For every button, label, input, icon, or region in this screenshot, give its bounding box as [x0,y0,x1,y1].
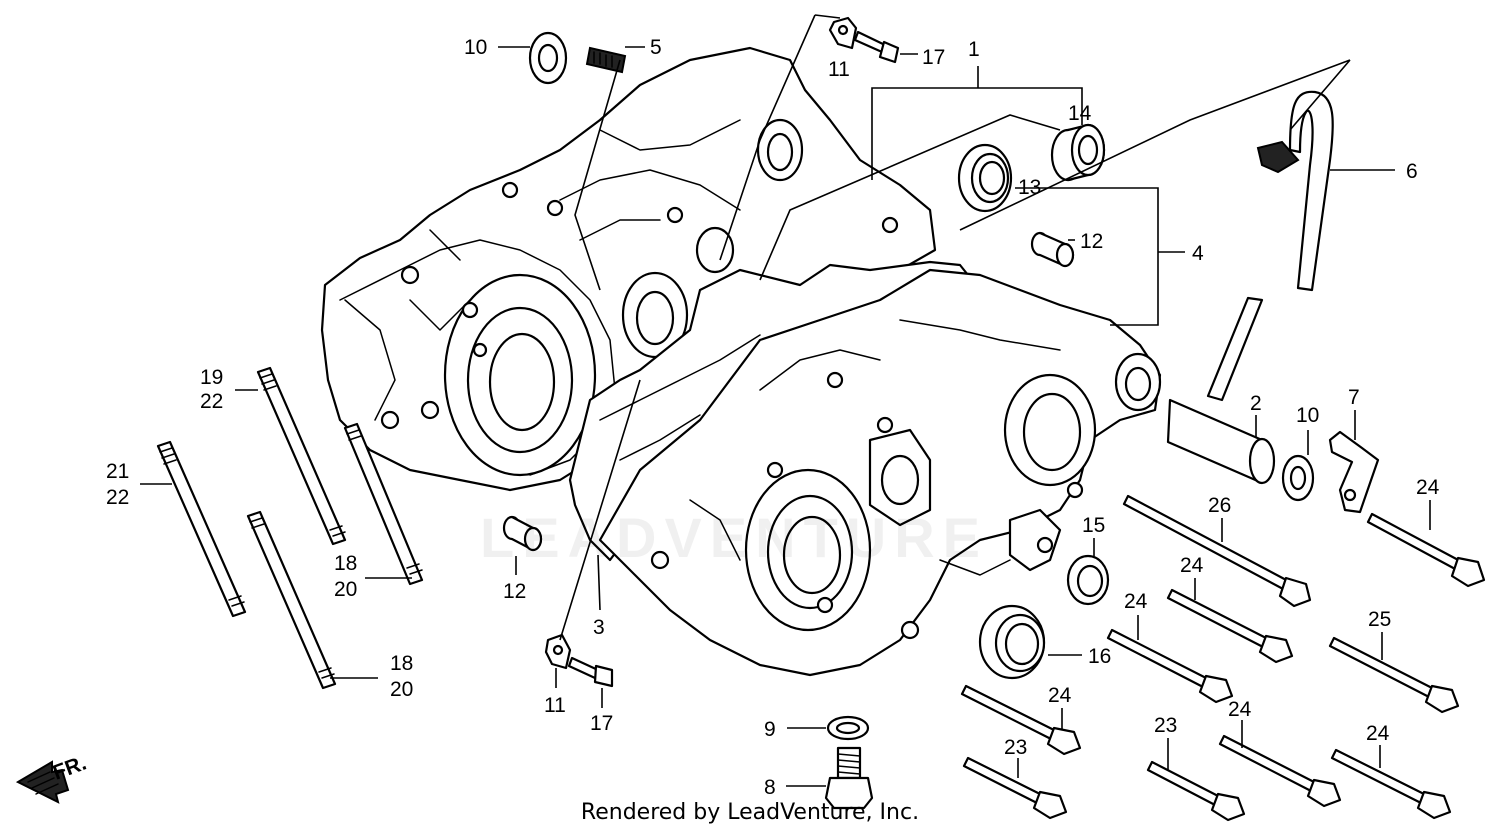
pipe-2 [1166,398,1276,485]
dowel-12-top [1030,231,1075,268]
callout-labels: 10 5 11 17 1 14 6 13 12 4 19 22 21 22 18… [106,36,1440,799]
callout-14: 14 [1068,102,1092,125]
bolt-24-f [1330,748,1452,820]
callout-11: 11 [544,694,566,717]
callout-23: 23 [1004,736,1027,759]
seal-15 [1066,554,1110,606]
bearing-13 [957,143,1013,213]
callout-23: 23 [1154,714,1177,737]
bolt-23-b [1146,760,1246,822]
callout-12: 12 [503,580,526,603]
bolt-24-d [960,684,1082,756]
stud-19-22 [256,366,347,546]
callout-25: 25 [1368,608,1391,631]
leader-lines [140,14,1431,787]
bracket-7 [1328,430,1380,514]
callout-5: 5 [650,36,662,59]
callout-24: 24 [1228,698,1252,721]
dowel-12-bottom [502,515,543,552]
callout-24: 24 [1366,722,1390,745]
bolt-23-a [962,756,1068,820]
right-crankcase-half [598,268,1162,677]
bolt-17-top [853,30,900,64]
front-marker-label: FR. [50,752,90,785]
callout-4: 4 [1192,242,1204,265]
callout-18: 18 [334,552,357,575]
callout-8: 8 [764,776,776,799]
callout-12: 12 [1080,230,1103,253]
bolt-24-b [1166,588,1294,664]
bolt-26 [1122,494,1312,608]
callout-2: 2 [1250,392,1262,415]
callout-24: 24 [1416,476,1440,499]
callout-10: 10 [464,36,487,59]
callout-24: 24 [1180,554,1204,577]
stud-bottom-18-20 [246,510,337,690]
dowel-5 [585,46,627,74]
bearing-14 [1050,123,1106,182]
bolt-17-bottom [567,656,614,688]
callout-24: 24 [1124,590,1148,613]
stud-21-22 [156,440,247,618]
bolt-24-c [1106,628,1234,704]
watermark: LEADVENTURE [480,506,989,569]
callout-20: 20 [334,578,357,601]
left-crankcase-half [320,46,937,492]
callout-19: 19 [200,366,223,389]
callout-13: 13 [1018,176,1041,199]
drain-bolt-8 [824,746,874,810]
callout-11: 11 [828,58,850,81]
callout-1: 1 [968,38,980,61]
callout-22: 22 [106,486,129,509]
callout-16: 16 [1088,645,1111,668]
callout-6: 6 [1406,160,1418,183]
callout-9: 9 [764,718,776,741]
bolt-24-e [1218,734,1342,808]
bolt-24-a [1366,512,1486,588]
clamp-11-bottom [544,633,572,670]
clamp-11-top [828,16,858,50]
callout-15: 15 [1082,514,1105,537]
washer-10-right [1281,454,1315,502]
callout-3: 3 [593,616,605,639]
washer-10-top [528,31,568,85]
callout-17: 17 [922,46,945,69]
callout-7: 7 [1348,386,1360,409]
stud-right-18-20 [343,422,424,586]
bolt-25 [1328,636,1460,714]
callout-10: 10 [1296,404,1319,427]
front-direction-arrow-icon: FR. [15,752,90,804]
callout-18: 18 [390,652,413,675]
washer-9 [826,715,870,741]
callout-20: 20 [390,678,413,701]
callout-26: 26 [1208,494,1231,517]
callout-24: 24 [1048,684,1072,707]
callout-22: 22 [200,390,223,413]
callout-21: 21 [106,460,129,483]
breather-tube-6 [1206,90,1334,402]
rendered-by-footer: Rendered by LeadVenture, Inc. [580,800,920,825]
seal-16 [978,604,1046,680]
callout-17: 17 [590,712,613,735]
